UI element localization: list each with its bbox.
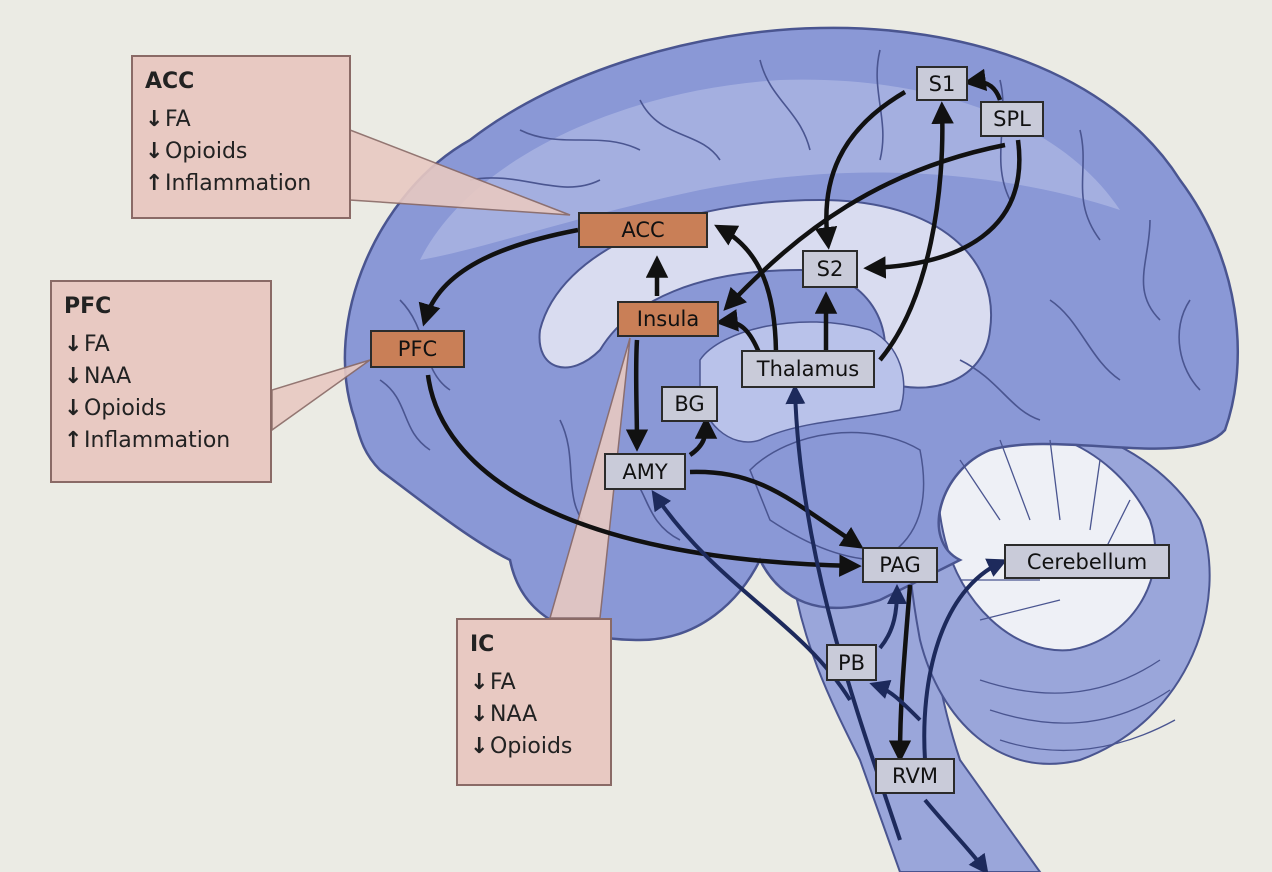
ic-callout-title: IC (470, 632, 598, 657)
pfc-callout-pointer (272, 360, 370, 430)
region-cerebellum: Cerebellum (1004, 544, 1170, 579)
arrow-acc-to-pfc (425, 230, 578, 320)
region-s2: S2 (802, 250, 858, 288)
arrow-pb-to-pag (880, 590, 897, 648)
region-pfc: PFC (370, 330, 465, 368)
region-bg: BG (661, 386, 718, 422)
acc-callout-line: ↑Inflammation (145, 168, 337, 200)
region-spl: SPL (980, 101, 1044, 137)
region-rvm: RVM (875, 758, 955, 794)
down-arrow-icon: ↓ (470, 667, 490, 699)
pfc-callout-line: ↓FA (64, 329, 258, 361)
acc-callout-pointer (350, 130, 570, 215)
arrow-spl-to-s1 (970, 82, 1000, 100)
ic-callout-line: ↓FA (470, 667, 598, 699)
arrow-s1-to-s2 (826, 92, 905, 243)
region-pag: PAG (862, 547, 938, 583)
acc-callout-line: ↓FA (145, 104, 337, 136)
arrow-spinal-to-pb (875, 685, 920, 720)
region-thalamus: Thalamus (741, 350, 875, 388)
up-arrow-icon: ↑ (145, 168, 165, 200)
arrow-spinal-to-amy (655, 495, 850, 700)
pfc-callout-title: PFC (64, 294, 258, 319)
ic-callout-line: ↓NAA (470, 699, 598, 731)
arrow-rvm-down (925, 800, 985, 870)
region-amy: AMY (604, 453, 686, 490)
up-arrow-icon: ↑ (64, 425, 84, 457)
region-pb: PB (826, 644, 877, 681)
down-arrow-icon: ↓ (145, 104, 165, 136)
acc-callout-line: ↓Opioids (145, 136, 337, 168)
arrow-rvm-to-cerebellum (924, 562, 1002, 760)
ic-callout: IC ↓FA ↓NAA ↓Opioids (456, 618, 612, 786)
pfc-callout-line: ↑Inflammation (64, 425, 258, 457)
region-insula: Insula (617, 301, 719, 337)
ic-callout-line: ↓Opioids (470, 731, 598, 763)
region-s1: S1 (916, 66, 968, 101)
acc-callout-title: ACC (145, 69, 337, 94)
arrow-amy-to-pag (690, 472, 858, 545)
acc-callout: ACC ↓FA ↓Opioids ↑Inflammation (131, 55, 351, 219)
down-arrow-icon: ↓ (145, 136, 165, 168)
pfc-callout-line: ↓NAA (64, 361, 258, 393)
down-arrow-icon: ↓ (64, 393, 84, 425)
down-arrow-icon: ↓ (470, 699, 490, 731)
arrow-pag-to-rvm (900, 585, 910, 756)
pfc-callout-line: ↓Opioids (64, 393, 258, 425)
down-arrow-icon: ↓ (470, 731, 490, 763)
arrow-thalamus-to-s1 (880, 108, 942, 360)
down-arrow-icon: ↓ (64, 329, 84, 361)
pfc-callout: PFC ↓FA ↓NAA ↓Opioids ↑Inflammation (50, 280, 272, 483)
down-arrow-icon: ↓ (64, 361, 84, 393)
arrow-insula-to-amy (636, 340, 637, 445)
region-acc: ACC (578, 212, 708, 248)
arrow-spl-to-insula (728, 145, 1005, 306)
arrow-amy-to-bg (690, 423, 706, 455)
